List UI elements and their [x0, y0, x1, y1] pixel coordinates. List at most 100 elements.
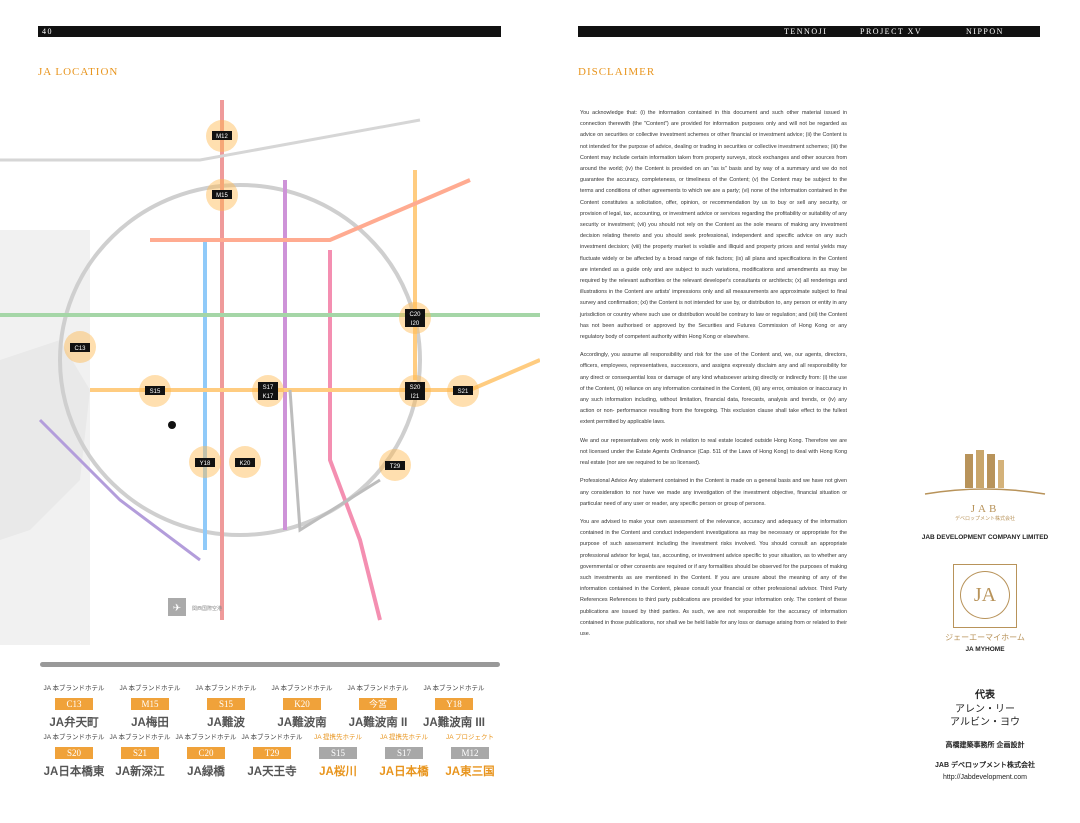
hotel-name: JA日本橋: [379, 766, 429, 778]
hotel-station-code: T29: [253, 747, 291, 759]
svg-text:K17: K17: [263, 394, 274, 400]
disclaimer-paragraph: You are advised to make your own assessm…: [580, 518, 847, 637]
ja-myhome-seal: JA: [953, 564, 1017, 628]
hotel-station-code: S15: [207, 698, 245, 710]
loop-line: [58, 183, 422, 537]
hotel-name: JA天王寺: [247, 766, 297, 778]
hotel-card[interactable]: JA 本ブランドホテル今宮 JA難波南 II: [346, 684, 410, 730]
office-name: 高橋建築事務所 企画設計: [945, 742, 1025, 749]
hotel-caption: JA 本ブランドホテル: [43, 734, 105, 741]
hotel-name: JA難波: [207, 717, 245, 729]
hotel-station-code: S20: [55, 747, 93, 759]
disclaimer-paragraph: You acknowledge that: (i) the informatio…: [580, 110, 847, 341]
svg-text:I20: I20: [411, 321, 420, 327]
website-link[interactable]: http://Jabdevelopment.com: [942, 774, 1028, 781]
station-chip-m15: M15: [212, 190, 232, 199]
station-chip-k20: K20: [235, 458, 255, 467]
hotel-name: JA東三国: [445, 766, 495, 778]
hotel-name: JA梅田: [131, 717, 169, 729]
svg-text:S15: S15: [150, 389, 161, 395]
station-chip-s21: S21: [453, 386, 473, 395]
header-bar-left: 40: [38, 26, 501, 37]
tab-project: PROJECT XV: [860, 27, 923, 36]
map-coast: [0, 340, 90, 540]
kintetsu-line: [288, 389, 381, 533]
hotel-name: JA桜川: [319, 766, 357, 778]
hotel-caption: JA 本ブランドホテル: [119, 685, 181, 692]
svg-text:S21: S21: [458, 389, 469, 395]
station-chip-m12: M12: [212, 131, 232, 140]
representative-title: 代表: [975, 690, 995, 701]
logo-subtext: デベロップメント株式会社: [954, 516, 1015, 522]
hotel-station-code: 今宮: [359, 698, 397, 710]
map-scrollbar[interactable]: [40, 662, 500, 667]
representative-name-2: アルビン・ヨウ: [950, 717, 1020, 728]
hotel-station-code: S21: [121, 747, 159, 759]
station-chip-i21: I21: [405, 391, 425, 400]
hotel-station-code: C20: [187, 747, 225, 759]
hotel-name: JA日本橋東: [43, 766, 105, 778]
hotel-station-code: S17: [385, 747, 423, 759]
hotel-name: JA難波南: [277, 717, 327, 729]
hotel-name: JA弁天町: [49, 717, 99, 729]
airport-icon: ✈: [168, 598, 186, 616]
subway-map: M12 M15 C13 S15 Y18 K20 S17 K17 S20 I21 …: [0, 100, 540, 645]
svg-text:Y18: Y18: [200, 461, 211, 467]
svg-text:T29: T29: [390, 464, 401, 470]
disclaimer-paragraph: Professional Advice Any statement contai…: [580, 478, 847, 507]
hotel-caption: JA プロジェクト: [445, 734, 495, 741]
disclaimer-heading: DISCLAIMER: [578, 66, 656, 78]
hotel-station-code: C13: [55, 698, 93, 710]
svg-text:S20: S20: [410, 385, 421, 391]
right-page: TENNOJI PROJECT XV NIPPON OSAKA DISCLAIM…: [540, 0, 1080, 823]
svg-text:✈: ✈: [173, 603, 181, 614]
svg-text:C13: C13: [74, 346, 86, 352]
disclaimer-paragraph: Accordingly, you assume all responsibili…: [580, 352, 847, 426]
hotel-caption: JA 本ブランドホテル: [175, 734, 237, 741]
logo-text: JAB: [970, 503, 1000, 515]
station-chip-t29: T29: [385, 461, 405, 470]
svg-text:M12: M12: [216, 134, 228, 140]
station-chip-i20: I20: [405, 318, 425, 327]
jab-logo: JAB デベロップメント株式会社: [920, 448, 1050, 522]
svg-text:K20: K20: [240, 461, 251, 467]
location-heading: JA LOCATION: [38, 66, 119, 78]
hotel-name: JA緑橋: [187, 766, 225, 778]
seal-kana: ジェーエーマイホーム: [945, 633, 1025, 642]
tab-nippon-osaka: NIPPON OSAKA: [966, 27, 1004, 47]
hotel-station-code: K20: [283, 698, 321, 710]
hotel-name: JA難波南 II: [348, 717, 408, 729]
hotel-name: JA新深江: [115, 766, 165, 778]
tanimachi-east-line: [150, 178, 471, 242]
current-location-marker: [168, 421, 176, 429]
hotel-caption: JA 本ブランドホテル: [241, 734, 303, 741]
hotel-caption: JA 本ブランドホテル: [347, 685, 409, 692]
hotel-caption: JA 提携先ホテル: [313, 734, 363, 741]
company-name-jp: JAB デベロップメント株式会社: [935, 762, 1035, 769]
hotel-station-code: M15: [131, 698, 169, 710]
svg-text:C20: C20: [409, 312, 421, 318]
tab-tennoji: TENNOJI: [784, 27, 828, 36]
hotel-station-code: S15: [319, 747, 357, 759]
station-chip-y18: Y18: [195, 458, 215, 467]
hotel-station-code: Y18: [435, 698, 473, 710]
hotel-caption: JA 本ブランドホテル: [109, 734, 171, 741]
sakaisuji-line: [328, 250, 382, 621]
hotel-caption: JA 本ブランドホテル: [271, 685, 333, 692]
left-page: 40 JA LOCATION: [0, 26, 540, 779]
station-chip-s15: S15: [145, 386, 165, 395]
company-name: JAB DEVELOPMENT COMPANY LIMITED: [921, 534, 1049, 541]
station-chip-c20: C20: [405, 309, 425, 318]
